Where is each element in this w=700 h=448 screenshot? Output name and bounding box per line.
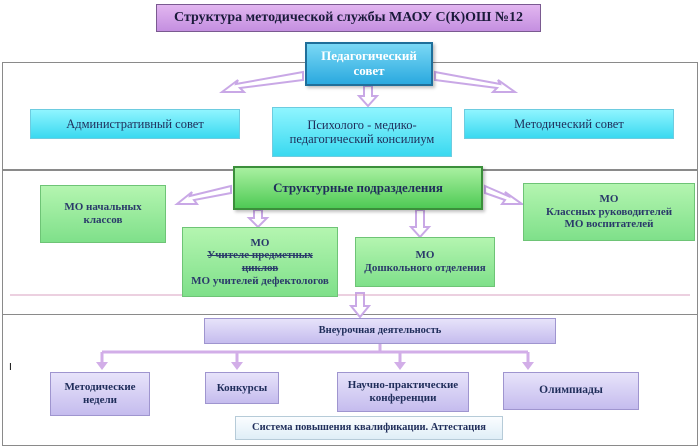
node-ped-council: Педагогический совет	[305, 42, 433, 86]
arrow-ped-admin	[219, 70, 304, 93]
node-mo-uch: МО Учителе предметных циклов МО учителей…	[182, 227, 338, 297]
mo-kl-line3: МО воспитателей	[564, 218, 654, 231]
node-psy-council: Психолого - медико-педагогический консил…	[272, 107, 452, 157]
mo-uch-line2: Учителе предметных циклов	[207, 249, 313, 274]
node-method-weeks: Методические недели	[50, 372, 150, 416]
node-olympiads: Олимпиады	[503, 372, 639, 410]
node-contests: Конкурсы	[205, 372, 279, 404]
node-mo-dosh: МО Дошкольного отделения	[355, 237, 495, 287]
arrow-bus-ned	[96, 362, 108, 370]
conferences-line2: конференции	[369, 392, 437, 404]
mo-kl-line2: Классных руководителей	[545, 205, 673, 218]
arrow-to-vneur	[348, 292, 372, 319]
node-structure: Структурные подразделения	[233, 166, 483, 210]
arrow-bus-konk	[231, 362, 243, 370]
node-mo-nach: МО начальных классов	[40, 185, 166, 243]
mo-kl-line1: МО	[599, 193, 619, 206]
mo-uch-line1: МО	[250, 236, 270, 249]
arrow-struct-uch	[246, 209, 270, 229]
arrow-struct-kl	[484, 184, 526, 205]
method-weeks-line1: Методические	[64, 381, 136, 394]
arrow-bus-olimp	[522, 362, 534, 370]
mo-dosh-line2: Дошкольного отделения	[364, 262, 486, 274]
frame-activities	[2, 314, 698, 446]
arrow-struct-dosh	[408, 209, 432, 239]
mo-uch-line3: МО учителей дефектологов	[191, 274, 329, 287]
arrow-ped-metod	[434, 70, 519, 93]
node-mo-kl: МО Классных руководителей МО воспитателе…	[523, 183, 695, 241]
node-qualification: Система повышения квалификации. Аттестац…	[235, 416, 503, 440]
arrow-bus-nauch	[394, 362, 406, 370]
node-admin-council: Административный совет	[30, 109, 240, 139]
diagram-title: Структура методической службы МАОУ С(К)О…	[156, 4, 541, 32]
node-conferences: Научно-практические конференции	[337, 372, 469, 412]
conferences-line1: Научно-практические	[347, 379, 459, 392]
node-metod-council: Методический совет	[464, 109, 674, 139]
node-extracurricular: Внеурочная деятельность	[204, 318, 556, 344]
arrow-struct-nach	[174, 184, 232, 205]
side-marker: I	[9, 362, 12, 373]
mo-dosh-line1: МО	[415, 249, 435, 262]
method-weeks-line2: недели	[82, 394, 118, 406]
arrow-ped-psy	[356, 85, 380, 108]
